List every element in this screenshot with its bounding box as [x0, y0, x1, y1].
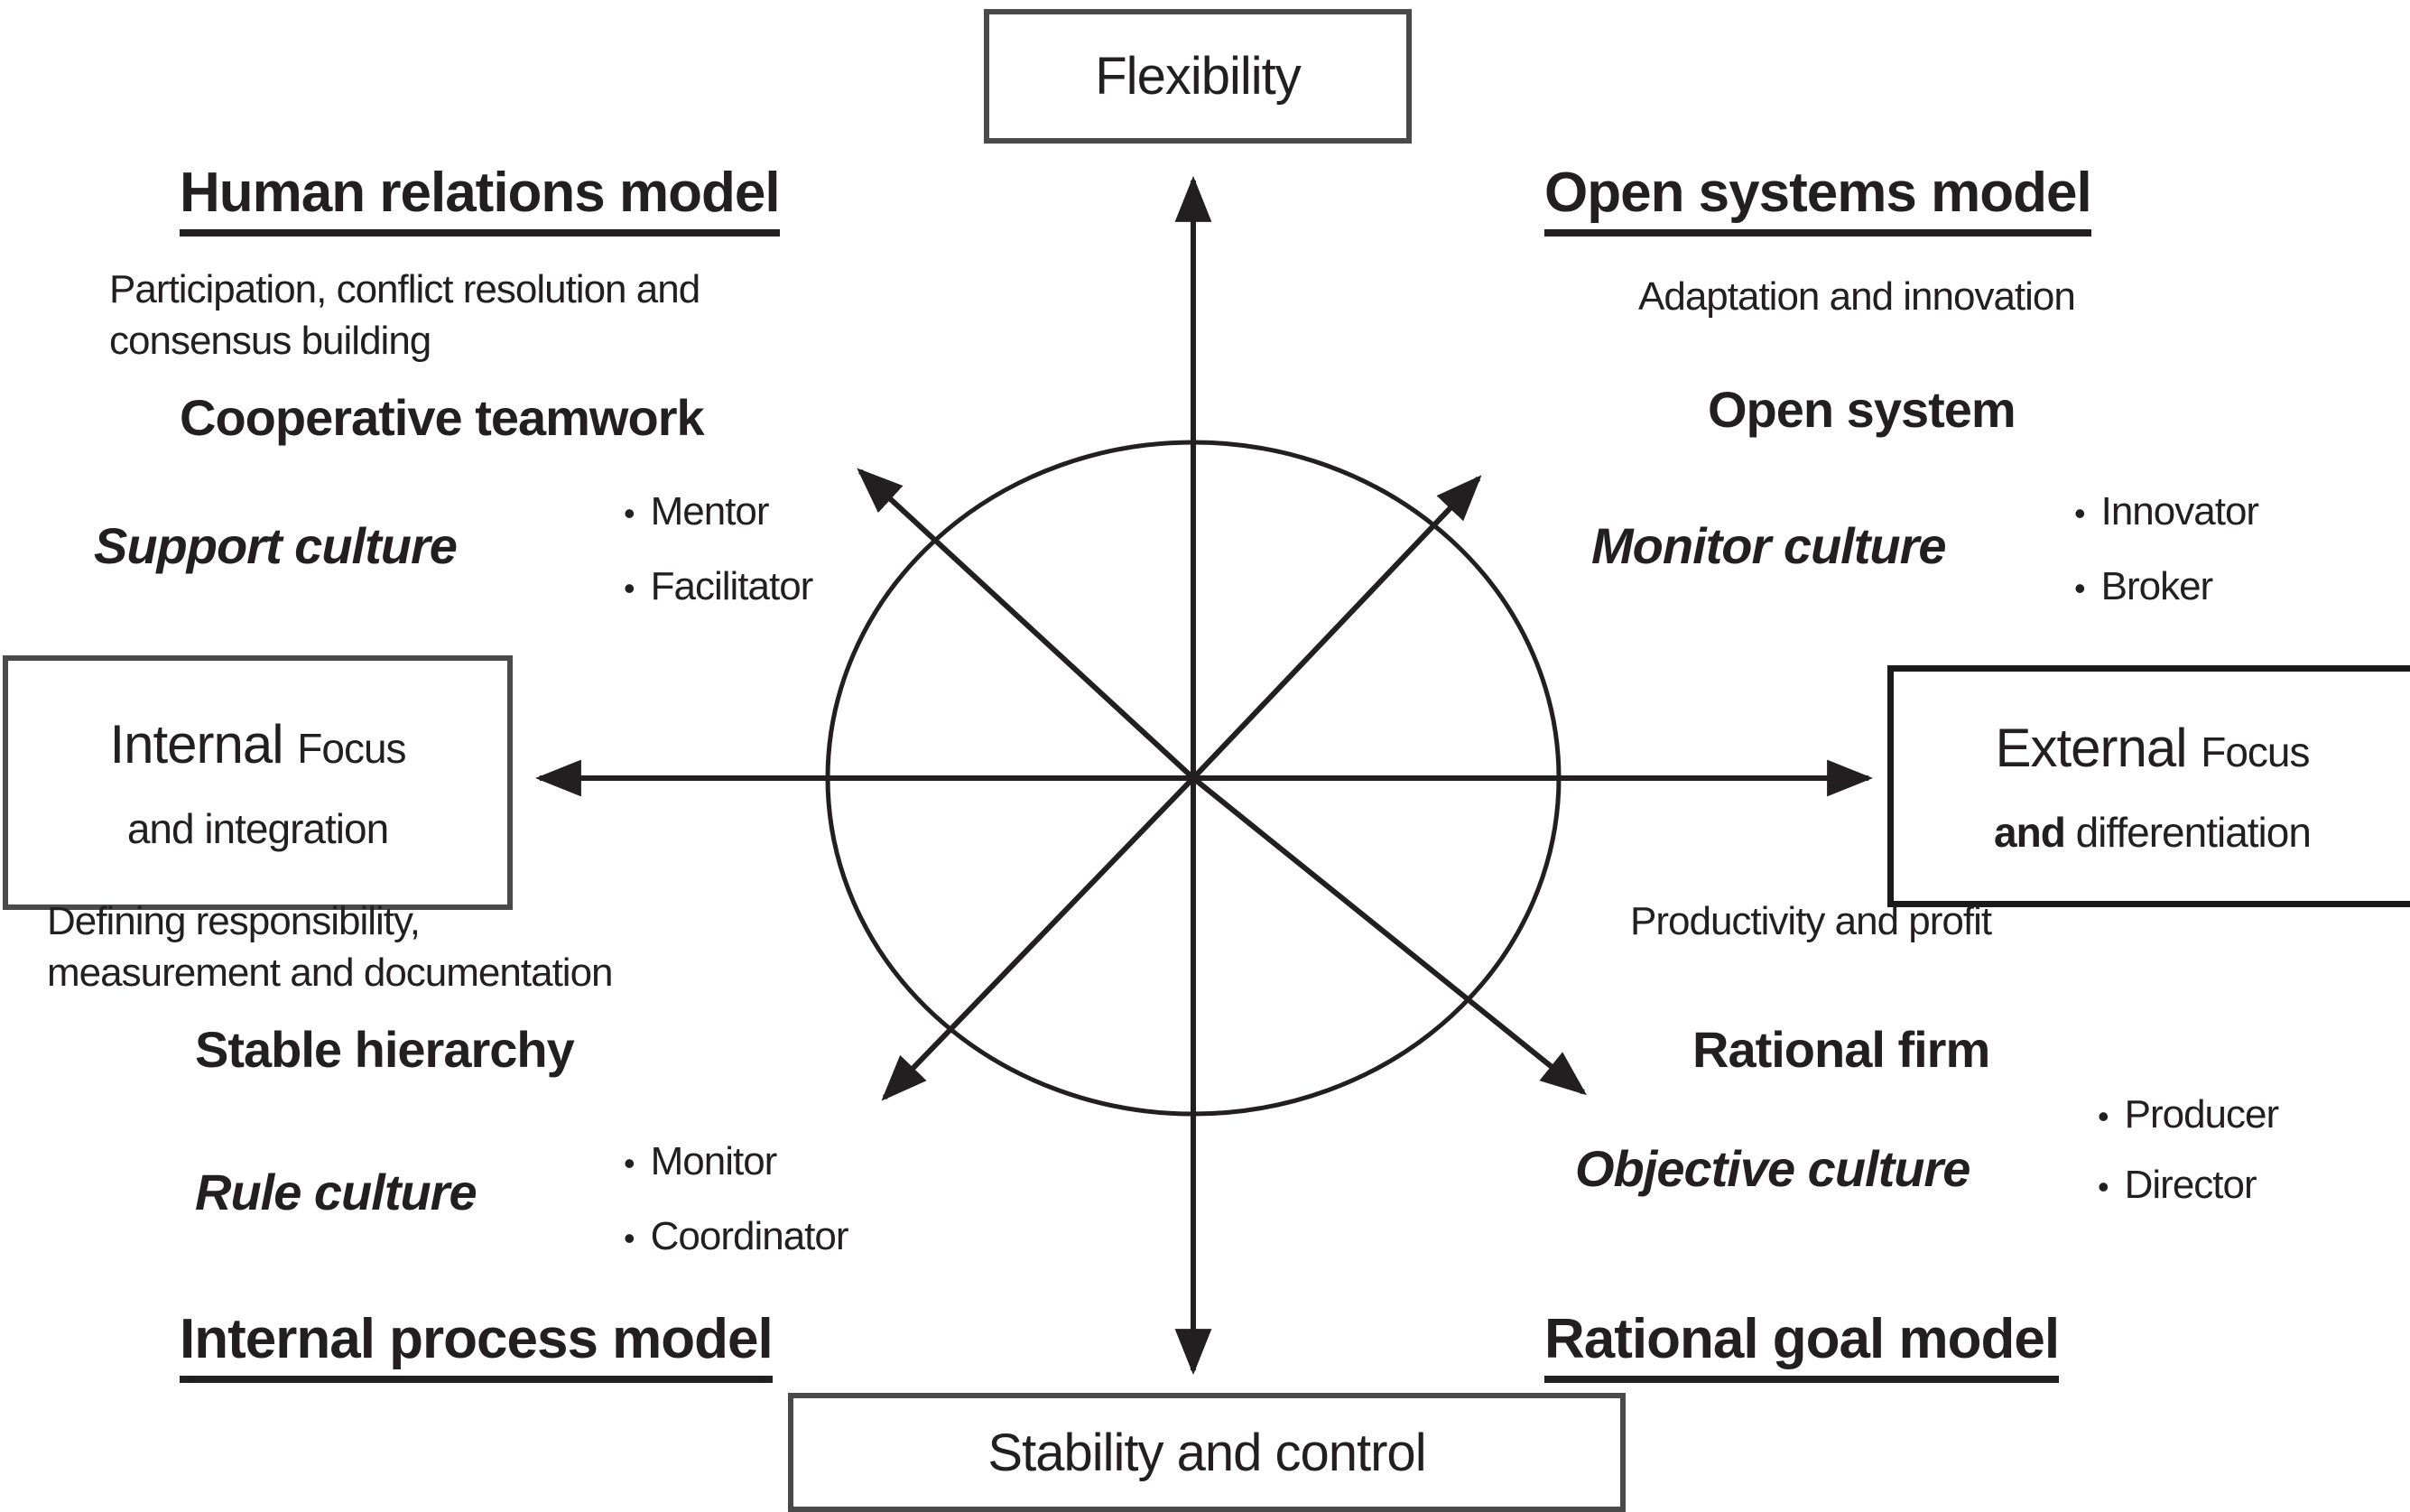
cooperative-teamwork-label: Cooperative teamwork [180, 389, 705, 446]
internal-focus-box: Internal Focus and integration [3, 655, 513, 910]
role-director-label: Director [2124, 1163, 2257, 1207]
diagonal-arrow-up-left [857, 468, 1196, 781]
stability-label: Stability and control [987, 1423, 1426, 1482]
open-systems-heading: Open systems model [1544, 161, 2092, 237]
human-relations-description: Participation, conflict resolution and c… [109, 264, 700, 366]
bullet-icon: • [624, 570, 635, 607]
role-mentor-label: Mentor [650, 489, 770, 533]
differentiation-word: differentiation [2075, 808, 2312, 856]
internal-process-desc-line1: Defining responsibility, [47, 899, 421, 943]
role-producer-label: Producer [2124, 1092, 2280, 1136]
internal-process-heading: Internal process model [180, 1307, 774, 1383]
role-innovator-label: Innovator [2100, 489, 2259, 533]
objective-culture-label: Objective culture [1575, 1140, 1970, 1197]
role-broker-label: Broker [2100, 564, 2214, 608]
stable-hierarchy-label: Stable hierarchy [195, 1021, 575, 1078]
flexibility-label: Flexibility [1095, 47, 1301, 106]
bullet-icon: • [2074, 495, 2086, 532]
rational-goal-description: Productivity and profit [1630, 899, 1992, 943]
diagonal-arrow-down-left [881, 775, 1196, 1101]
rule-culture-label: Rule culture [195, 1164, 477, 1220]
diagonal-arrow-up-right [1191, 475, 1482, 781]
role-coordinator-label: Coordinator [650, 1214, 849, 1258]
bullet-icon: • [624, 1220, 635, 1257]
rational-goal-heading: Rational goal model [1544, 1307, 2060, 1383]
bullet-icon: • [2074, 570, 2086, 607]
role-monitor-label: Monitor [650, 1139, 778, 1183]
bullet-icon: • [2098, 1168, 2109, 1205]
support-culture-label: Support culture [94, 517, 458, 574]
internal-process-description: Defining responsibility, measurement and… [47, 895, 614, 998]
internal-process-desc-line2: measurement and documentation [47, 951, 614, 995]
role-innovator: • Innovator [2074, 489, 2259, 534]
open-systems-description: Adaptation and innovation [1638, 274, 2076, 319]
internal-word: Internal [109, 713, 283, 775]
human-relations-heading: Human relations model [180, 161, 781, 237]
role-facilitator-label: Facilitator [650, 564, 814, 608]
bullet-icon: • [2098, 1098, 2109, 1135]
stability-box: Stability and control [788, 1393, 1626, 1512]
external-focus-line1: External Focus [1995, 717, 2310, 779]
role-broker: • Broker [2074, 564, 2214, 609]
role-coordinator: • Coordinator [624, 1214, 849, 1259]
focus-word-right: Focus [2201, 728, 2310, 775]
role-director: • Director [2098, 1163, 2257, 1208]
external-focus-box: External Focus and differentiation [1887, 665, 2410, 907]
external-focus-line2: and differentiation [1994, 808, 2312, 857]
human-relations-desc-line2: consensus building [109, 319, 431, 363]
internal-focus-line2: and integration [126, 804, 389, 852]
bullet-icon: • [624, 495, 635, 532]
focus-word-left: Focus [297, 724, 406, 772]
flexibility-box: Flexibility [984, 9, 1412, 144]
human-relations-desc-line1: Participation, conflict resolution and [109, 267, 700, 311]
open-system-label: Open system [1708, 381, 2016, 438]
monitor-culture-label: Monitor culture [1591, 517, 1947, 574]
role-mentor: • Mentor [624, 489, 770, 534]
role-monitor: • Monitor [624, 1139, 778, 1184]
bullet-icon: • [624, 1145, 635, 1182]
and-word: and [1994, 808, 2066, 856]
diagonal-arrow-down-right [1191, 775, 1587, 1096]
role-producer: • Producer [2098, 1092, 2280, 1137]
rational-firm-label: Rational firm [1692, 1021, 1990, 1078]
internal-focus-line1: Internal Focus [109, 713, 406, 775]
external-word: External [1995, 717, 2187, 778]
role-facilitator: • Facilitator [624, 564, 814, 609]
